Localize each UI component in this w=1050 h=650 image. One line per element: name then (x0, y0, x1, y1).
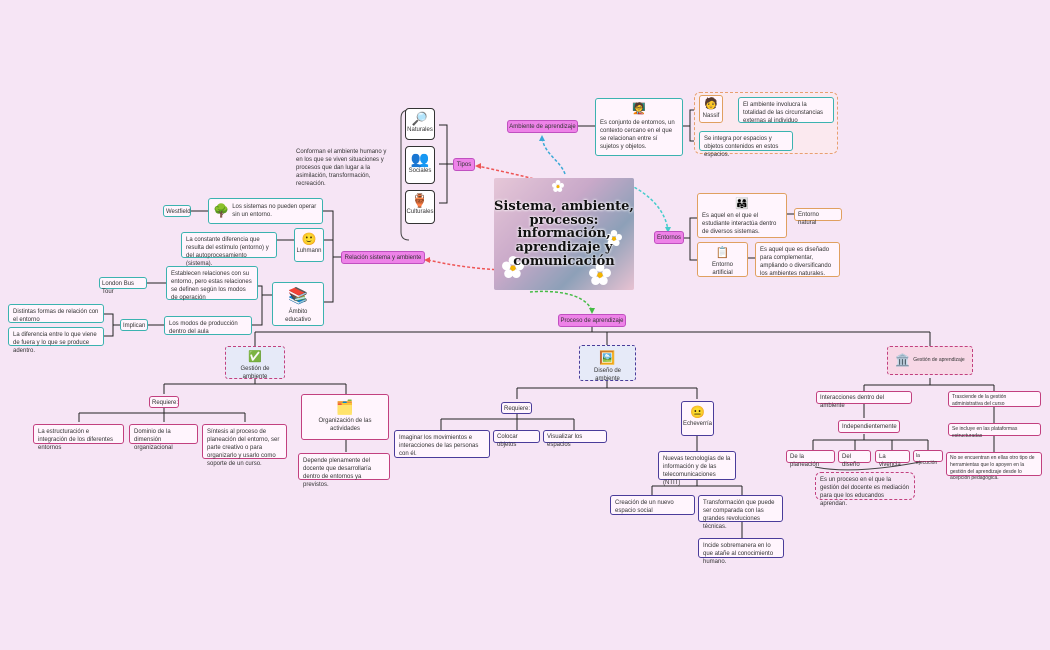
flower-icon (606, 230, 622, 246)
incide-text[interactable]: Incide sobremanera en lo que atañe al co… (698, 538, 784, 565)
luhmann-label: Luhmann (296, 248, 322, 255)
trasciende-text[interactable]: Trasciende de la gestión administrativa … (948, 391, 1041, 407)
culturales-label: Culturales (406, 209, 434, 215)
tipos-description: Conforman el ambiente humano y en los qu… (296, 149, 387, 188)
echeverria-label: Echeverría (683, 421, 713, 428)
gestion-req-2[interactable]: Dominio de la dimensión organizacional (129, 424, 198, 451)
gestion-requiere[interactable]: Requiere: (149, 396, 179, 408)
london-text[interactable]: Establecen relaciones con su entorno, pe… (166, 266, 258, 301)
entorno-artificial-def[interactable]: Es aquel que es diseñado para complement… (755, 242, 840, 277)
westfield-label[interactable]: Westfield (163, 205, 191, 217)
transformacion-text[interactable]: Transformación que puede ser comparada c… (698, 495, 783, 530)
gestion-req-3[interactable]: Síntesis al proceso de planeación del en… (202, 424, 287, 467)
diseno-req-3[interactable]: Visualizar los espacios (543, 430, 607, 448)
flower-icon (552, 180, 564, 192)
diseno-ambiente-card[interactable]: 🖼️ Diseño de ambiente (579, 345, 636, 382)
central-title: Sistema, ambiente, procesos: información… (494, 199, 634, 269)
entornos-node[interactable]: Entornos (654, 231, 684, 244)
checklist-icon: 📋 (715, 247, 730, 259)
westfield-card[interactable]: 🌳 Los sistemas no pueden operar sin un e… (208, 198, 323, 224)
nature-icon: 🌳 (213, 203, 230, 219)
incluye-text[interactable]: Se incluye en las plataformas estructura… (948, 423, 1041, 439)
culture-icon: 🏺 (411, 193, 429, 208)
check-icon: ✅ (248, 351, 262, 363)
diseno-req-1[interactable]: Imaginar los movimientos e interacciones… (394, 430, 490, 458)
tipos-node[interactable]: Tipos (453, 158, 475, 171)
westfield-text: Los sistemas no pueden operar sin un ent… (232, 203, 317, 218)
entorno-artificial-label: Entorno artificial (711, 261, 733, 276)
entorno-artificial-card[interactable]: 📋 Entorno artificial (697, 242, 748, 277)
culturales-card[interactable]: 🏺 Culturales (405, 190, 435, 224)
gestion-aprendizaje-card[interactable]: 🏛️ Gestión de aprendizaje (887, 346, 973, 375)
central-topic[interactable]: Sistema, ambiente, procesos: información… (494, 178, 634, 290)
ambito-card[interactable]: 📚 Ámbito educativo (272, 282, 324, 326)
ambito-label: Ámbito educativo (285, 308, 311, 323)
magnifier-icon: 🔎 (411, 111, 429, 126)
person-icon: 🧑 (704, 98, 718, 110)
diferencia-text[interactable]: La diferencia entre lo que viene de fuer… (8, 327, 104, 354)
classroom-icon: 🧑‍🏫 (632, 103, 646, 115)
naturales-label: Naturales (407, 127, 433, 133)
vivencia-item[interactable]: La vivencia (875, 450, 910, 468)
group-icon: 👨‍👩‍👧 (735, 198, 749, 210)
proceso-node[interactable]: Proceso de aprendizaje (558, 314, 626, 327)
gestion-req-1[interactable]: La estructuración e integración de los d… (33, 424, 124, 451)
entorno-natural-label[interactable]: Entorno natural (794, 208, 842, 226)
entorno-natural-def: Es aquel en el que el estudiante interac… (702, 212, 777, 236)
relacion-node[interactable]: Relación sistema y ambiente (341, 251, 425, 264)
design-icon: 🖼️ (599, 350, 616, 365)
ambiente-aprendizaje-node[interactable]: Ambiente de aprendizaje (507, 120, 578, 133)
no-se-text[interactable]: No se encuentran en ellas otro tipo de h… (946, 452, 1042, 481)
ambiente-definition-card[interactable]: 🧑‍🏫 Es conjunto de entornos, un contexto… (595, 98, 683, 156)
ntit-text[interactable]: Nuevas tecnologías de la información y d… (658, 451, 736, 486)
ejecucion-item[interactable]: la ejecución (913, 450, 943, 466)
diseno-req-2[interactable]: Colocar objetos (493, 430, 540, 448)
gestion-aprendizaje-label: Gestión de aprendizaje (913, 357, 965, 364)
education-icon: 📚 (288, 288, 308, 305)
naturales-card[interactable]: 🔎 Naturales (405, 108, 435, 140)
modos-text[interactable]: Los modos de producción dentro del aula (164, 316, 252, 335)
gestion-ambiente-label: Gestión de ambiente (240, 365, 270, 380)
formas-text[interactable]: Distintas formas de relación con el ento… (8, 304, 104, 323)
people-icon: 👥 (410, 151, 430, 168)
ambiente-definition-text: Es conjunto de entornos, un contexto cer… (600, 119, 675, 151)
flower-icon (502, 256, 524, 278)
echeverria-card[interactable]: 😐 Echeverría (681, 401, 714, 436)
diseno-item[interactable]: Del diseño (838, 450, 871, 468)
organizacion-label: Organización de las actividades (318, 417, 372, 432)
creacion-text[interactable]: Creación de un nuevo espacio social (610, 495, 695, 515)
sociales-card[interactable]: 👥 Sociales (405, 146, 435, 184)
nassif-text[interactable]: El ambiente involucra la totalidad de la… (738, 97, 834, 124)
organizacion-card[interactable]: 🗂️ Organización de las actividades (301, 394, 389, 440)
depende-text[interactable]: Depende plenamente del docente que desar… (298, 453, 390, 488)
organizer-icon: 🗂️ (336, 399, 354, 415)
sociales-label: Sociales (408, 168, 432, 174)
london-label[interactable]: London Bus Tour (99, 277, 147, 295)
independientemente-text[interactable]: Independientemente (838, 420, 900, 433)
gestion-ambiente-card[interactable]: ✅ Gestión de ambiente (225, 346, 285, 380)
implican-label[interactable]: Implican (120, 319, 148, 331)
building-icon: 🏛️ (895, 353, 911, 368)
planeacion-item[interactable]: De la planeación (786, 450, 835, 468)
nassif-card[interactable]: 🧑 Nassif (699, 95, 723, 123)
proceso-gestion-text[interactable]: Es un proceso en el que la gestión del d… (815, 472, 915, 507)
diseno-ambiente-label: Diseño de ambiente (593, 367, 622, 382)
entorno-natural-def-card[interactable]: 👨‍👩‍👧 Es aquel en el que el estudiante i… (697, 193, 787, 238)
luhmann-card[interactable]: 🙂 Luhmann (294, 228, 324, 262)
diseno-requiere[interactable]: Requiere: (501, 402, 532, 414)
flower-icon (589, 263, 611, 285)
interacciones-text[interactable]: Interacciones dentro del ambiente (816, 391, 912, 409)
smiley-icon: 🙂 (301, 232, 317, 246)
nassif-label: Nassif (702, 112, 720, 119)
face-icon: 😐 (690, 405, 705, 419)
luhmann-text[interactable]: La constante diferencia que resulta del … (181, 232, 277, 267)
spaces-text[interactable]: Se integra por espacios y objetos conten… (699, 131, 793, 158)
